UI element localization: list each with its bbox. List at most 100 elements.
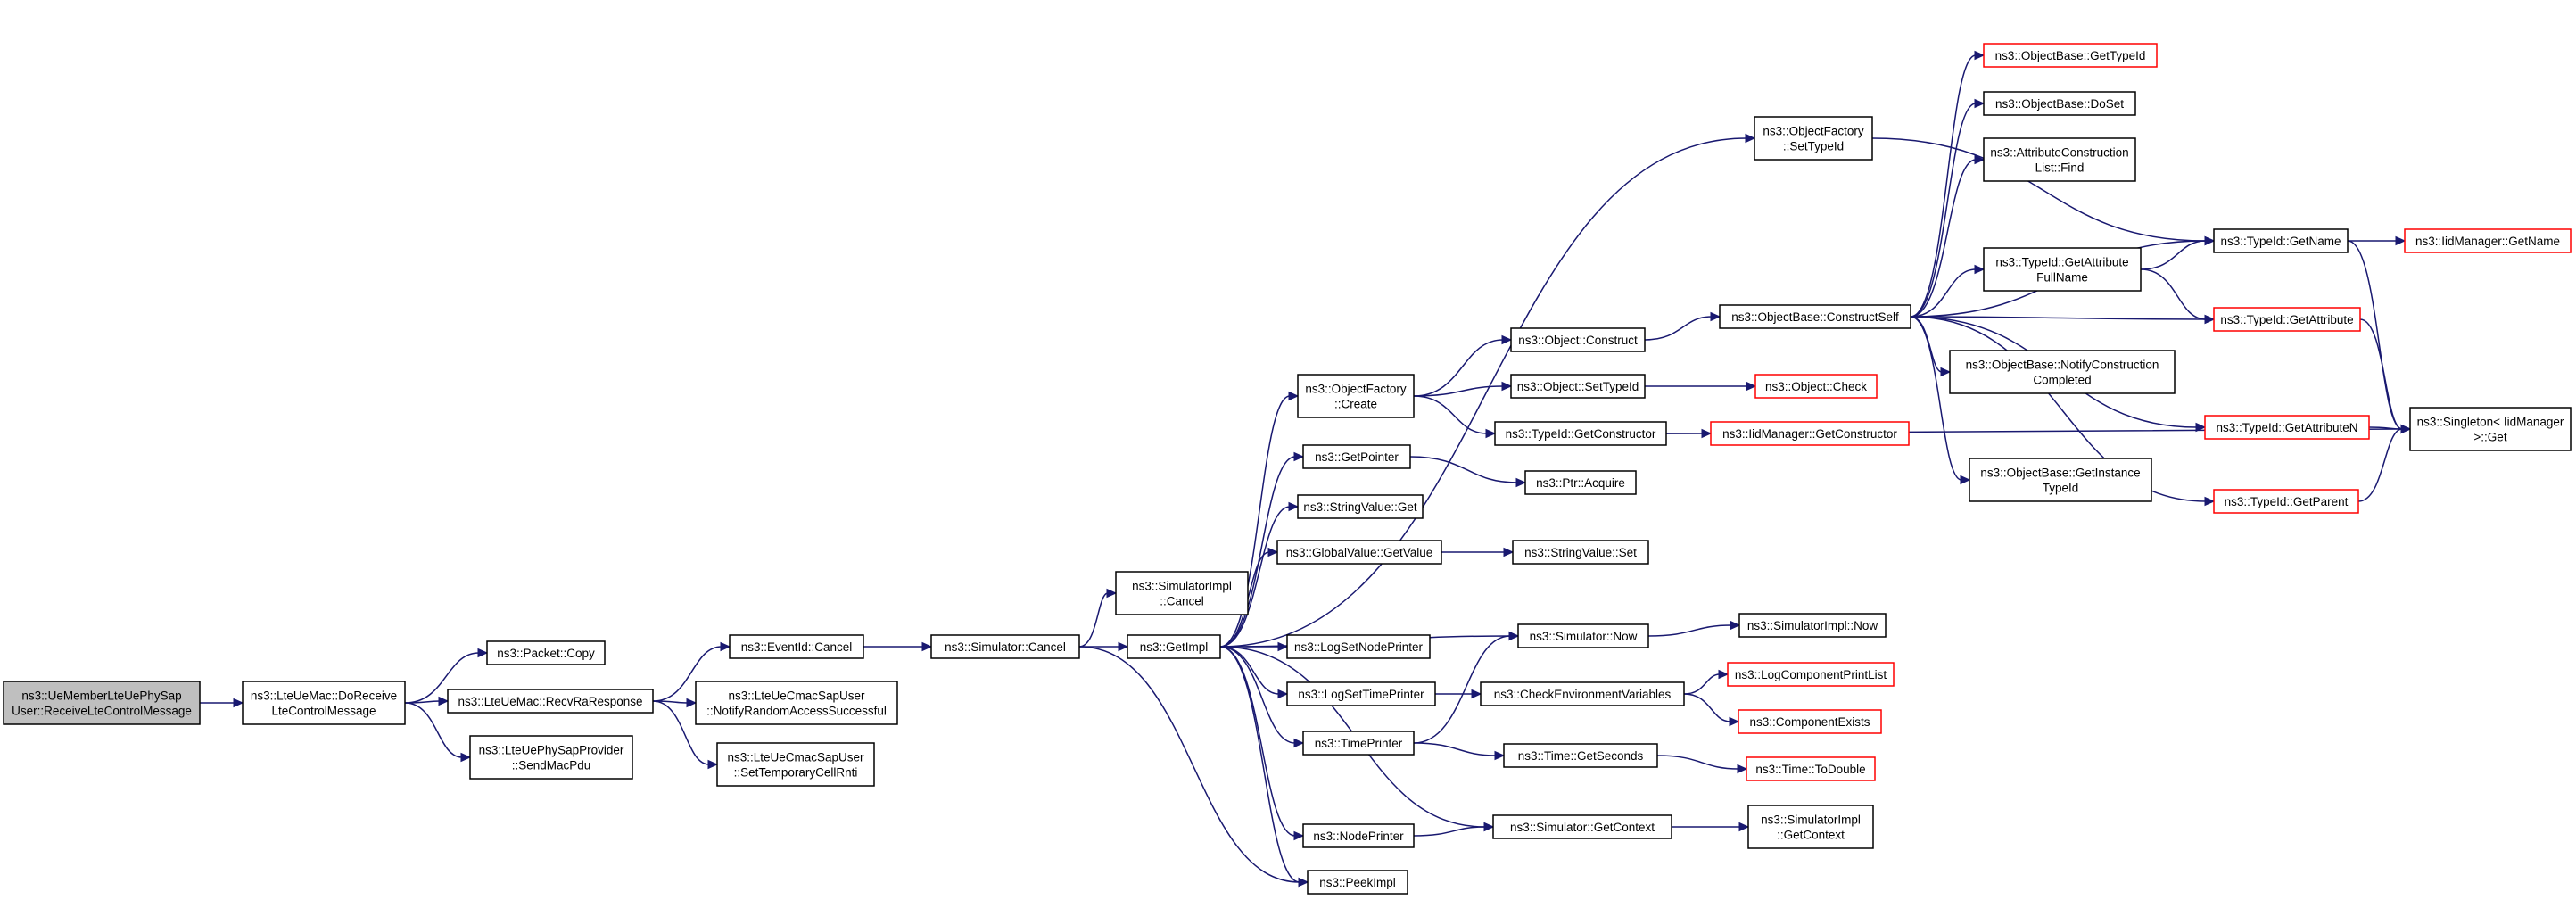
node-peekImpl[interactable]: ns3::PeekImpl — [1307, 870, 1408, 895]
node-box[interactable] — [1480, 681, 1685, 706]
node-tidGetAttrN[interactable]: ns3::TypeId::GetAttributeN — [2204, 415, 2370, 440]
node-box[interactable] — [3, 681, 201, 725]
node-singletonGet[interactable]: ns3::Singleton< IidManager>::Get — [2409, 407, 2572, 451]
node-iidGetName[interactable]: ns3::IidManager::GetName — [2404, 228, 2572, 253]
node-box[interactable] — [1286, 634, 1431, 659]
node-setTempRnti[interactable]: ns3::LteUeCmacSapUser::SetTemporaryCellR… — [716, 742, 875, 787]
node-box[interactable] — [447, 689, 654, 714]
node-box[interactable] — [1276, 540, 1442, 565]
node-box[interactable] — [2213, 307, 2361, 332]
node-box[interactable] — [242, 681, 406, 725]
node-compExists[interactable]: ns3::ComponentExists — [1738, 709, 1882, 734]
node-simImplGetCtx[interactable]: ns3::SimulatorImpl::GetContext — [1747, 805, 1874, 849]
node-box[interactable] — [1302, 823, 1415, 848]
node-ptrAcquire[interactable]: ns3::Ptr::Acquire — [1524, 470, 1637, 495]
node-box[interactable] — [1115, 571, 1249, 615]
node-stringValueSet[interactable]: ns3::StringValue::Set — [1512, 540, 1649, 565]
node-box[interactable] — [1727, 662, 1895, 687]
node-logSetNode[interactable]: ns3::LogSetNodePrinter — [1286, 634, 1431, 659]
node-simImplNow[interactable]: ns3::SimulatorImpl::Now — [1738, 613, 1887, 638]
node-timePrinter[interactable]: ns3::TimePrinter — [1302, 731, 1415, 756]
node-box[interactable] — [1983, 91, 2136, 116]
node-recvRa[interactable]: ns3::LteUeMac::RecvRaResponse — [447, 689, 654, 714]
node-notifyRa[interactable]: ns3::LteUeCmacSapUser::NotifyRandomAcces… — [695, 681, 898, 725]
node-simCancel[interactable]: ns3::Simulator::Cancel — [930, 634, 1080, 659]
node-box[interactable] — [1297, 494, 1424, 519]
node-box[interactable] — [1510, 374, 1646, 399]
node-logSetTime[interactable]: ns3::LogSetTimePrinter — [1286, 681, 1436, 706]
node-logCompPrint[interactable]: ns3::LogComponentPrintList — [1727, 662, 1895, 687]
node-box[interactable] — [1983, 43, 2158, 68]
node-globalGetValue[interactable]: ns3::GlobalValue::GetValue — [1276, 540, 1442, 565]
node-sendMacPdu[interactable]: ns3::LteUePhySapProvider::SendMacPdu — [469, 735, 633, 780]
node-box[interactable] — [1710, 421, 1910, 446]
node-ofCreate[interactable]: ns3::ObjectFactory::Create — [1297, 374, 1415, 418]
node-box[interactable] — [1307, 870, 1408, 895]
node-box[interactable] — [1754, 116, 1873, 161]
node-box[interactable] — [2404, 228, 2572, 253]
node-typeGetCtor[interactable]: ns3::TypeId::GetConstructor — [1494, 421, 1667, 446]
node-checkEnv[interactable]: ns3::CheckEnvironmentVariables — [1480, 681, 1685, 706]
node-box[interactable] — [1517, 623, 1649, 648]
node-simGetContext[interactable]: ns3::Simulator::GetContext — [1492, 814, 1672, 839]
node-box[interactable] — [1983, 137, 2136, 182]
node-box[interactable] — [2204, 415, 2370, 440]
node-packetCopy[interactable]: ns3::Packet::Copy — [486, 640, 606, 665]
node-box[interactable] — [486, 640, 606, 665]
node-box[interactable] — [1302, 731, 1415, 756]
node-box[interactable] — [1510, 327, 1646, 352]
node-box[interactable] — [1286, 681, 1436, 706]
node-box[interactable] — [930, 634, 1080, 659]
node-box[interactable] — [1983, 247, 2142, 292]
node-box[interactable] — [695, 681, 898, 725]
node-box[interactable] — [1746, 756, 1876, 781]
node-box[interactable] — [1127, 634, 1221, 659]
node-objConstruct[interactable]: ns3::Object::Construct — [1510, 327, 1646, 352]
node-box[interactable] — [1719, 304, 1911, 329]
node-box[interactable] — [1754, 374, 1878, 399]
node-box[interactable] — [1494, 421, 1667, 446]
node-box[interactable] — [1492, 814, 1672, 839]
node-iidGetCtor[interactable]: ns3::IidManager::GetConstructor — [1710, 421, 1910, 446]
node-box[interactable] — [469, 735, 633, 780]
node-obNotifyCC[interactable]: ns3::ObjectBase::NotifyConstructionCompl… — [1949, 350, 2176, 394]
node-simNow[interactable]: ns3::Simulator::Now — [1517, 623, 1649, 648]
node-doReceive[interactable]: ns3::LteUeMac::DoReceiveLteControlMessag… — [242, 681, 406, 725]
node-box[interactable] — [716, 742, 875, 787]
node-box[interactable] — [1949, 350, 2176, 394]
node-getPointer[interactable]: ns3::GetPointer — [1302, 444, 1411, 469]
node-tidGetParent[interactable]: ns3::TypeId::GetParent — [2213, 489, 2359, 514]
node-getImpl[interactable]: ns3::GetImpl — [1127, 634, 1221, 659]
node-obDoSet[interactable]: ns3::ObjectBase::DoSet — [1983, 91, 2136, 116]
node-nodePrinter[interactable]: ns3::NodePrinter — [1302, 823, 1415, 848]
node-box[interactable] — [1302, 444, 1411, 469]
node-timeGetSeconds[interactable]: ns3::Time::GetSeconds — [1503, 743, 1658, 768]
node-timeToDouble[interactable]: ns3::Time::ToDouble — [1746, 756, 1876, 781]
node-box[interactable] — [1747, 805, 1874, 849]
node-objSetTypeId[interactable]: ns3::Object::SetTypeId — [1510, 374, 1646, 399]
node-box[interactable] — [1503, 743, 1658, 768]
node-box[interactable] — [1512, 540, 1649, 565]
node-simImplCancel[interactable]: ns3::SimulatorImpl::Cancel — [1115, 571, 1249, 615]
node-box[interactable] — [729, 634, 864, 659]
node-box[interactable] — [2409, 407, 2572, 451]
node-tidGetName[interactable]: ns3::TypeId::GetName — [2213, 228, 2349, 253]
node-box[interactable] — [1738, 709, 1882, 734]
node-obGetTypeId[interactable]: ns3::ObjectBase::GetTypeId — [1983, 43, 2158, 68]
node-box[interactable] — [1738, 613, 1887, 638]
node-constructSelf[interactable]: ns3::ObjectBase::ConstructSelf — [1719, 304, 1911, 329]
node-box[interactable] — [2213, 489, 2359, 514]
node-root[interactable]: ns3::UeMemberLteUePhySapUser::ReceiveLte… — [3, 681, 201, 725]
node-ofSetTypeId[interactable]: ns3::ObjectFactory::SetTypeId — [1754, 116, 1873, 161]
node-objCheck[interactable]: ns3::Object::Check — [1754, 374, 1878, 399]
node-stringValueGet[interactable]: ns3::StringValue::Get — [1297, 494, 1424, 519]
node-box[interactable] — [1297, 374, 1415, 418]
node-box[interactable] — [1524, 470, 1637, 495]
node-eventCancel[interactable]: ns3::EventId::Cancel — [729, 634, 864, 659]
node-tidGetAttr[interactable]: ns3::TypeId::GetAttribute — [2213, 307, 2361, 332]
node-box[interactable] — [2213, 228, 2349, 253]
node-box[interactable] — [1969, 458, 2152, 502]
